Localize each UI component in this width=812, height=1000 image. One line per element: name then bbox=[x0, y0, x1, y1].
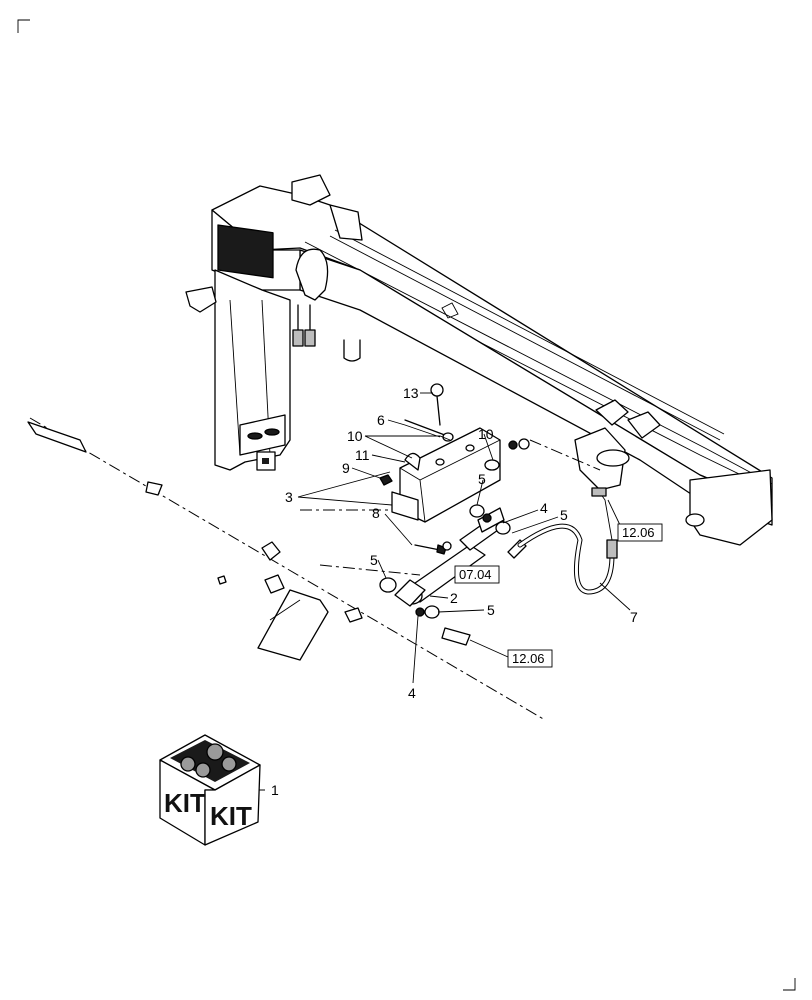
callout-5-left: 5 bbox=[370, 552, 378, 568]
callout-11: 11 bbox=[355, 447, 370, 463]
ref-label: 07.04 bbox=[459, 567, 492, 582]
callout-7: 7 bbox=[630, 609, 638, 625]
ref-label: 12.06 bbox=[512, 651, 545, 666]
callout-13: 13 bbox=[403, 385, 419, 401]
callout-6: 6 bbox=[377, 412, 385, 428]
pin-4 bbox=[482, 513, 492, 523]
callout-9: 9 bbox=[342, 460, 350, 476]
callout-5-bottom: 5 bbox=[487, 602, 495, 618]
bushing bbox=[424, 605, 440, 619]
callout-10-right: 10 bbox=[478, 426, 494, 442]
bushing bbox=[379, 577, 397, 593]
leader-lines bbox=[245, 392, 631, 791]
callout-1: 1 bbox=[271, 782, 279, 798]
boom-frame bbox=[185, 174, 773, 546]
callout-8: 8 bbox=[372, 505, 380, 521]
pin-4 bbox=[415, 607, 425, 617]
kit-label-left: KIT bbox=[164, 788, 206, 818]
ref-box-07-04[interactable]: 07.04 bbox=[454, 565, 500, 584]
ref-box-12-06-lower[interactable]: 12.06 bbox=[507, 649, 553, 668]
callout-2: 2 bbox=[450, 590, 458, 606]
hydraulic-cylinder bbox=[394, 507, 506, 607]
ref-label: 12.06 bbox=[622, 525, 655, 540]
callout-4-right: 4 bbox=[540, 500, 548, 516]
kit-box-icon: KIT KIT bbox=[159, 734, 261, 846]
corner-mark-top-left bbox=[17, 19, 30, 33]
hydraulic-hose bbox=[507, 487, 618, 595]
ref-box-12-06-upper[interactable]: 12.06 bbox=[617, 523, 663, 542]
bracket-assembly bbox=[379, 383, 530, 523]
bushing bbox=[495, 521, 511, 535]
left-plate bbox=[27, 421, 87, 453]
callout-10: 10 bbox=[347, 428, 363, 444]
centerline-c bbox=[319, 564, 421, 576]
clip bbox=[145, 481, 163, 496]
callout-5-right: 5 bbox=[560, 507, 568, 523]
centerline-a bbox=[29, 417, 546, 721]
lower-mount bbox=[217, 541, 471, 661]
kit-label-right: KIT bbox=[210, 801, 252, 831]
callout-4-bottom: 4 bbox=[408, 685, 416, 701]
corner-mark-bottom-right bbox=[783, 978, 796, 991]
bushing bbox=[469, 504, 485, 518]
callout-5-top: 5 bbox=[478, 471, 486, 487]
centerline-d bbox=[529, 439, 601, 471]
callout-3: 3 bbox=[285, 489, 293, 505]
